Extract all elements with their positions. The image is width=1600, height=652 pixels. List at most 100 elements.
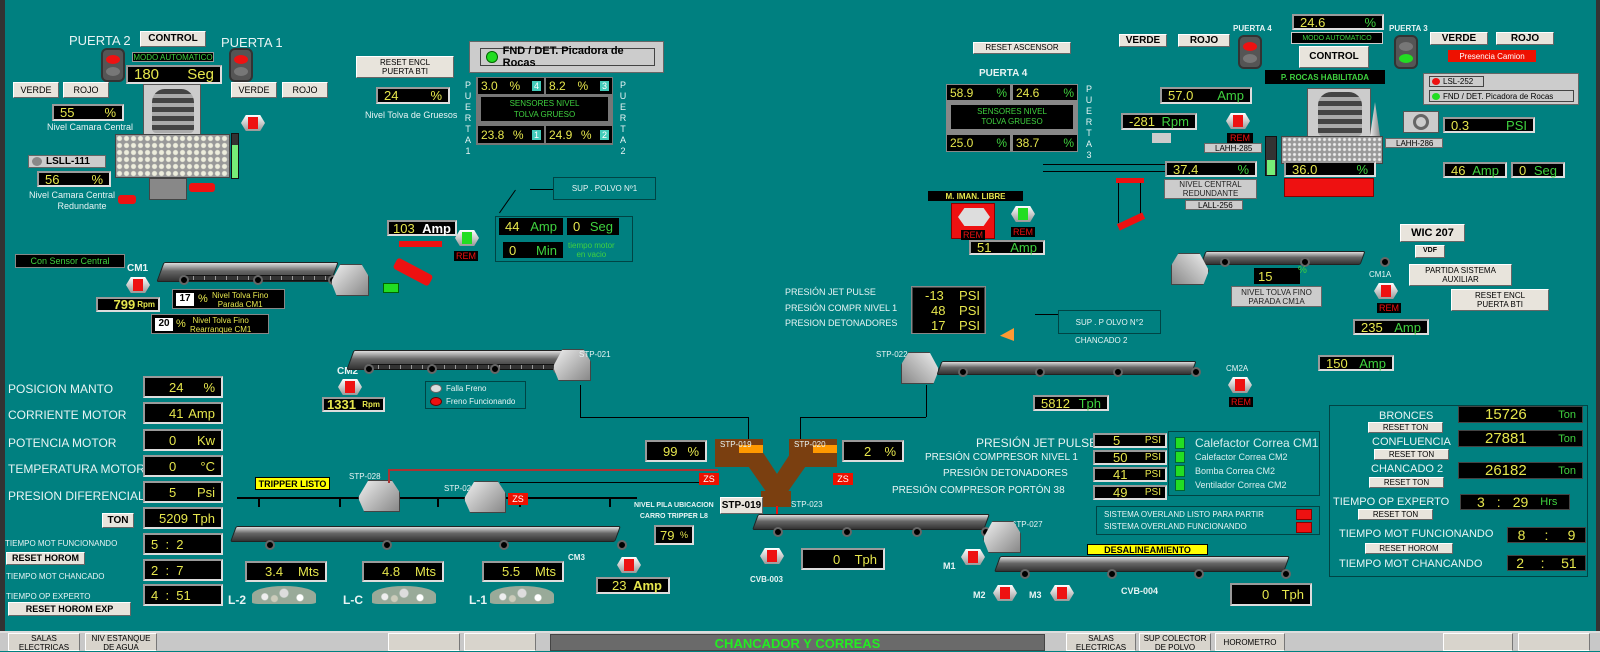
presion2-unit-0: PSI bbox=[1144, 435, 1161, 446]
stp019-button[interactable]: STP-019 bbox=[720, 497, 763, 514]
stp021-line-v bbox=[580, 385, 581, 417]
lc-unit: Mts bbox=[415, 564, 436, 579]
sensor3-value: 8.2 bbox=[549, 79, 566, 93]
puerta3-verde-button[interactable]: VERDE bbox=[1430, 32, 1488, 45]
tiempo-exp-label: TIEMPO OP EXPERTO bbox=[6, 592, 91, 601]
puerta4-traffic-light-icon bbox=[1238, 35, 1262, 69]
footer-salas-electricas-button-2[interactable]: SALAS ELECTRICAS bbox=[1066, 633, 1136, 651]
polvo1-motor-icon bbox=[452, 227, 482, 249]
control-button[interactable]: CONTROL bbox=[140, 31, 206, 47]
stp020-zs-indicator: ZS bbox=[833, 473, 853, 485]
sensor3-display: 8.2%3 bbox=[546, 78, 612, 94]
puerta2-verde-button[interactable]: VERDE bbox=[13, 82, 59, 98]
m1-motor-icon bbox=[958, 546, 988, 568]
puerta1-verde-button[interactable]: VERDE bbox=[231, 82, 277, 98]
puerta3-rojo-button[interactable]: ROJO bbox=[1496, 32, 1554, 45]
cm3-motor-icon bbox=[614, 554, 644, 576]
cm2a-roller-1 bbox=[958, 367, 968, 377]
calefactor-cm2-led-icon bbox=[1175, 451, 1185, 463]
ton-button[interactable]: TON bbox=[102, 513, 134, 528]
rocas-habilitada-label: P. ROCAS HABILITADA bbox=[1265, 70, 1385, 84]
fnd-led-icon bbox=[486, 51, 498, 63]
cm1a-amp-unit: Amp bbox=[1394, 319, 1421, 335]
ventilador-cm2-led-icon bbox=[1175, 479, 1185, 491]
stp022-label: STP-022 bbox=[876, 350, 908, 359]
reset-ascensor-button[interactable]: RESET ASCENSOR bbox=[973, 42, 1071, 54]
exp-reset-button[interactable]: RESET TON bbox=[1358, 509, 1433, 520]
cm1-rpm-value: 799 bbox=[113, 297, 136, 312]
puerta2-rojo-button[interactable]: ROJO bbox=[63, 82, 109, 98]
presion1-unit-2: PSI bbox=[959, 318, 980, 333]
nivel-pila-unit: % bbox=[679, 530, 688, 540]
tiempo-func-display: 5 : 2 bbox=[143, 533, 223, 555]
sensor4-display: 3.0%4 bbox=[478, 78, 544, 94]
cm1-parada-input[interactable]: 17 bbox=[176, 293, 194, 306]
presion2-value-2: 41 bbox=[1113, 467, 1128, 482]
stp021-label: STP-021 bbox=[579, 350, 611, 359]
bomba-cm2-led-icon bbox=[1175, 465, 1185, 477]
stp028-chute-icon bbox=[358, 480, 400, 512]
stat-label-2: POTENCIA MOTOR bbox=[8, 436, 117, 450]
cm1-green-actuator-icon bbox=[383, 283, 399, 293]
footer-blank-button-3[interactable] bbox=[1443, 633, 1513, 651]
cm1a-nivel-label1: NIVEL TOLVA FINO bbox=[1241, 288, 1312, 297]
reset-encl-puerta-bti-button-2[interactable]: RESET ENCL PUERTA BTI bbox=[1451, 289, 1549, 311]
stp023-feed-arrow bbox=[776, 506, 778, 520]
reset-encl-puerta-bti-button-1[interactable]: RESET ENCL PUERTA BTI bbox=[356, 56, 454, 78]
cm2a-label: CM2A bbox=[1226, 364, 1249, 373]
crusher2-spike-icon bbox=[1370, 102, 1380, 136]
l2-label: L-2 bbox=[228, 593, 246, 607]
func-display: 8:9 bbox=[1507, 527, 1586, 543]
bomba-cm2-label: Bomba Correa CM2 bbox=[1195, 466, 1276, 476]
partida-sistema-auxiliar-button[interactable]: PARTIDA SISTEMA AUXILIAR bbox=[1409, 264, 1512, 286]
lahh-285-label: LAHH-285 bbox=[1215, 143, 1253, 153]
crusher2-amp2-unit: Amp bbox=[1472, 162, 1499, 178]
wic-207-button[interactable]: WIC 207 bbox=[1400, 224, 1465, 242]
footer-niv-estanque-button[interactable]: NIV ESTANQUE DE AGUA bbox=[85, 633, 157, 651]
presion1-label-0: PRESIÓN JET PULSE bbox=[785, 287, 876, 297]
sup-polvo-1-box: SUP . POLVO Nº1 bbox=[553, 177, 656, 200]
status-panel bbox=[1168, 431, 1320, 496]
puerta4-verde-button[interactable]: VERDE bbox=[1119, 34, 1167, 47]
crusher2-control-button[interactable]: CONTROL bbox=[1299, 46, 1369, 68]
calefactor-cm1-led-icon bbox=[1175, 437, 1185, 449]
footer-salas-electricas-button-1[interactable]: SALAS ELECTRICAS bbox=[8, 633, 80, 651]
chancado2-reset-button[interactable]: RESET TON bbox=[1369, 477, 1444, 488]
footer-horometro-button[interactable]: HOROMETRO bbox=[1215, 633, 1285, 651]
footer-blank-button-4[interactable] bbox=[1518, 633, 1590, 651]
polvo1-note1: tiempo motor bbox=[568, 241, 615, 250]
polvo1-panel bbox=[495, 216, 633, 262]
crusher2-center-unit: % bbox=[1356, 161, 1368, 177]
reset-horom-button-left[interactable]: RESET HOROM bbox=[6, 552, 85, 565]
func-reset-button[interactable]: RESET HOROM bbox=[1365, 543, 1453, 554]
nivel-camara-red-label1: Nivel Camara Central bbox=[29, 190, 116, 200]
cm2-rpm-unit: Rpm bbox=[362, 400, 380, 409]
puerta1-rojo-button[interactable]: ROJO bbox=[282, 82, 328, 98]
confluencia-reset-button[interactable]: RESET TON bbox=[1374, 449, 1449, 460]
lahh-286-indicator: LAHH-286 bbox=[1385, 138, 1443, 148]
footer-blank-button-2[interactable] bbox=[464, 633, 536, 651]
lsl-led-icon bbox=[1432, 78, 1440, 85]
l1-unit: Mts bbox=[535, 564, 556, 579]
reset-horom-exp-button[interactable]: RESET HOROM EXP bbox=[8, 602, 131, 616]
confluencia-value: 27881 bbox=[1485, 430, 1527, 447]
chancado2-unit: Ton bbox=[1558, 464, 1576, 477]
puerta4-rojo-button[interactable]: ROJO bbox=[1178, 34, 1230, 47]
cm1-rearranque-input[interactable]: 20 bbox=[155, 318, 173, 331]
footer-sup-colector-button[interactable]: SUP COLECTOR DE POLVO bbox=[1139, 633, 1211, 651]
footer-blank-button-1[interactable] bbox=[388, 633, 460, 651]
freno-panel bbox=[425, 381, 526, 409]
vdf-button[interactable]: VDF bbox=[1415, 245, 1445, 258]
sensor1-value: 23.8 bbox=[481, 127, 505, 142]
bronces-reset-button[interactable]: RESET TON bbox=[1368, 422, 1443, 433]
stp028-feed-line bbox=[388, 469, 718, 471]
